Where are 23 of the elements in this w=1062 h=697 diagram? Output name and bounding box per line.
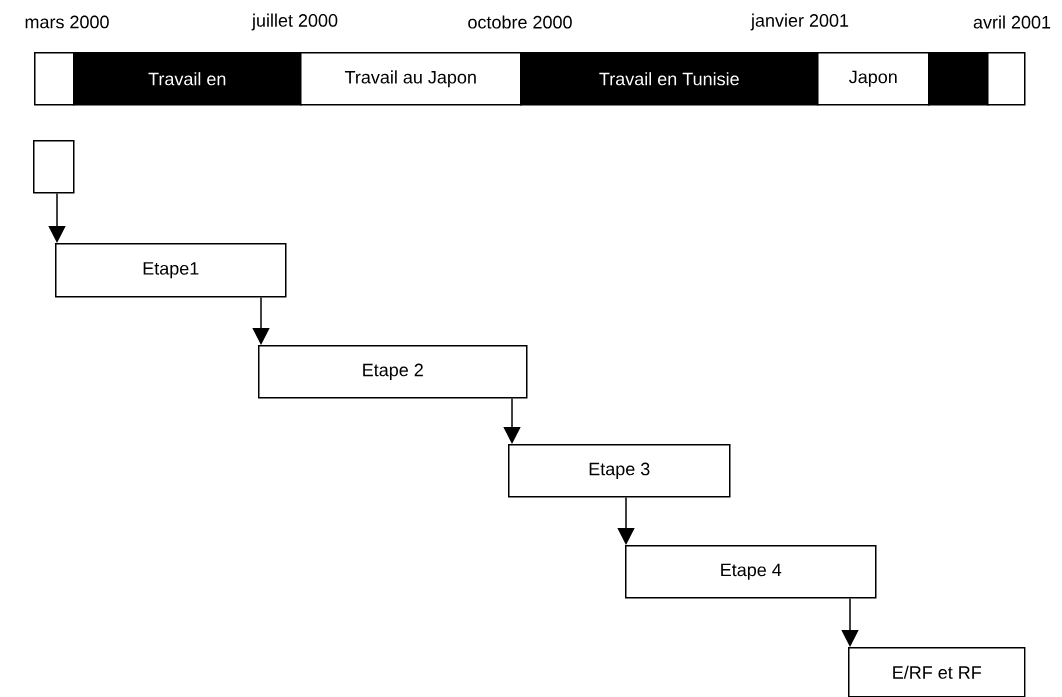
date-label: octobre 2000	[468, 15, 572, 29]
timeline-segment: Travail au Japon	[300, 52, 522, 106]
empty-box	[33, 140, 75, 194]
timeline-segment	[34, 52, 75, 106]
date-label: janvier 2001	[750, 13, 849, 31]
arrow	[841, 597, 859, 647]
arrow	[48, 192, 66, 243]
arrow	[503, 397, 521, 444]
arrow	[617, 496, 635, 545]
timeline-segment: Travail en Tunisie	[520, 52, 819, 106]
step-box: Etape 2	[258, 345, 528, 399]
timeline-segment: Japon	[817, 52, 930, 106]
timeline-segment	[987, 52, 1026, 106]
date-label: avril 2001	[973, 15, 1051, 29]
timeline-segment	[928, 52, 989, 106]
date-label: juillet 2000	[251, 13, 338, 31]
step-box: E/RF et RF	[848, 647, 1026, 697]
date-label: mars 2000	[25, 15, 109, 29]
arrow	[252, 296, 270, 345]
step-box: Etape1	[55, 243, 287, 298]
timeline-segment: Travail en	[73, 52, 302, 106]
step-box: Etape 3	[508, 444, 731, 498]
step-box: Etape 4	[625, 545, 877, 599]
